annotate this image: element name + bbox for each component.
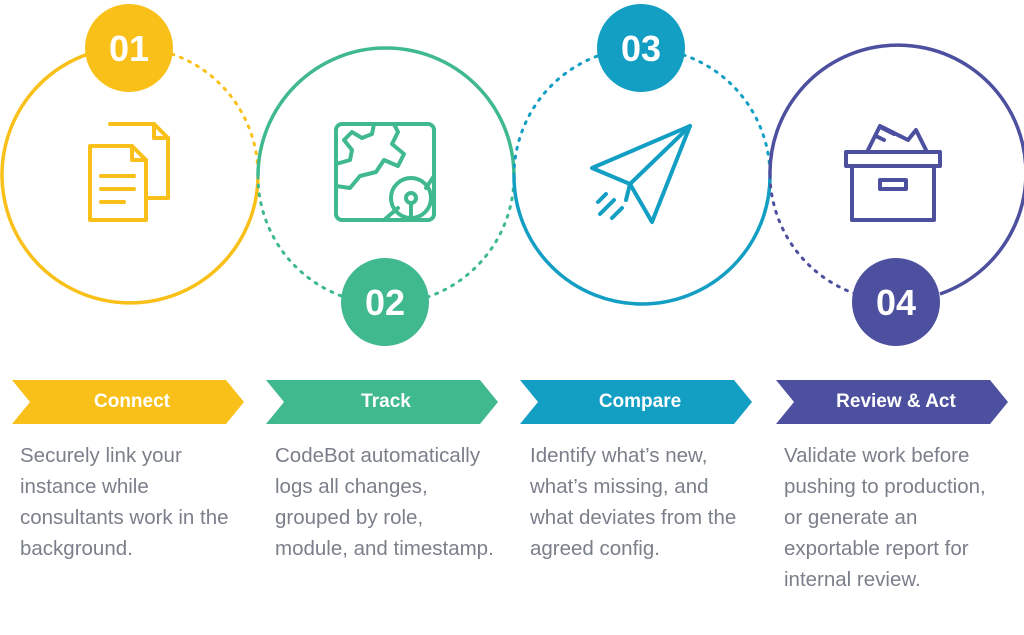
- step-2-number: 02: [365, 282, 405, 323]
- step-2-description: CodeBot automatically logs all changes, …: [275, 444, 494, 560]
- step-4-banner: Review & Act: [776, 380, 1008, 424]
- step-2-title: Track: [361, 391, 411, 412]
- step-1-ring: [0, 45, 260, 305]
- step-2-banner: Track: [266, 380, 498, 424]
- step-1-description: Securely link your instance while consul…: [20, 444, 229, 560]
- step-3-number: 03: [621, 28, 661, 69]
- step-2-badge: 02: [341, 258, 429, 346]
- process-diagram: 01 02 03 04: [0, 4, 1024, 346]
- gears-icon: [334, 122, 436, 222]
- paper-plane-icon: [590, 124, 692, 224]
- step-3-banner: Compare: [520, 380, 752, 424]
- step-3-badge: 03: [597, 4, 685, 92]
- step-4-description: Validate work before pushing to producti…: [784, 444, 986, 591]
- documents-icon: [88, 122, 170, 222]
- step-4-title: Review & Act: [836, 391, 956, 412]
- step-3-title: Compare: [598, 391, 682, 412]
- step-4-badge: 04: [852, 258, 940, 346]
- step-1-badge: 01: [85, 4, 173, 92]
- step-1-title: Connect: [94, 391, 170, 412]
- step-1-number: 01: [109, 28, 149, 69]
- step-4-number: 04: [876, 282, 916, 323]
- archive-box-icon: [844, 124, 942, 222]
- step-1-banner: Connect: [12, 380, 244, 424]
- step-3-description: Identify what’s new, what’s missing, and…: [530, 444, 737, 560]
